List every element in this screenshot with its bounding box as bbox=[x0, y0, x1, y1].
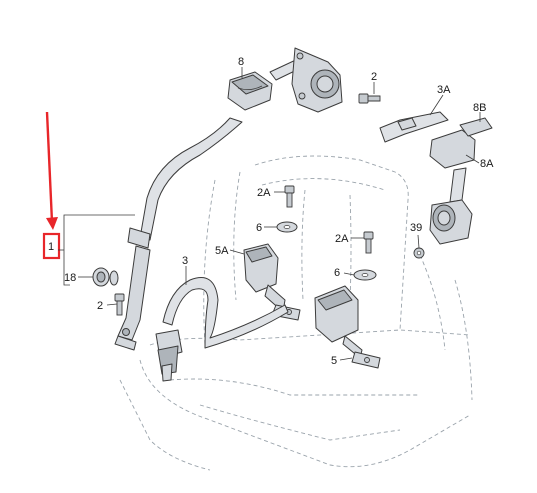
callout-8: 8 bbox=[238, 56, 244, 68]
part-8A-retractor-cover bbox=[429, 129, 476, 203]
callout-5A: 5A bbox=[215, 245, 229, 257]
buckle-5A bbox=[243, 243, 301, 321]
belt-webbing-upper bbox=[139, 117, 243, 241]
callout-6-lower: 6 bbox=[334, 267, 340, 279]
part-18-plug bbox=[92, 267, 119, 287]
highlight-box bbox=[42, 232, 61, 260]
callout-18: 18 bbox=[64, 272, 76, 284]
callout-39: 39 bbox=[410, 222, 422, 234]
part-8-cover bbox=[227, 71, 273, 111]
part-8B-clip bbox=[459, 117, 493, 137]
callout-8A: 8A bbox=[480, 158, 494, 170]
callout-3A: 3A bbox=[437, 84, 451, 96]
callout-2A-lower: 2A bbox=[335, 233, 349, 245]
callout-2-lower: 2 bbox=[97, 300, 103, 312]
washer-6-lower bbox=[353, 269, 377, 281]
highlight-arrow bbox=[45, 111, 58, 230]
bolt-2-lower bbox=[114, 293, 125, 316]
retractor-reel-right bbox=[429, 199, 473, 245]
callout-3: 3 bbox=[182, 255, 188, 267]
bolt-2A-upper bbox=[284, 185, 295, 208]
lap-belt-3 bbox=[155, 277, 289, 382]
callout-8B: 8B bbox=[473, 102, 486, 114]
callout-2-upper: 2 bbox=[371, 71, 377, 83]
callout-6-upper: 6 bbox=[256, 222, 262, 234]
washer-6-upper bbox=[276, 221, 298, 233]
bolt-2A-lower bbox=[363, 231, 374, 254]
part-39-nut bbox=[413, 247, 425, 259]
bolt-2-upper bbox=[358, 93, 381, 104]
lower-anchor-rail bbox=[114, 245, 151, 351]
callout-5: 5 bbox=[331, 355, 337, 367]
callout-2A-upper: 2A bbox=[257, 187, 271, 199]
part-3A-belt-guide bbox=[379, 111, 449, 143]
callout-1: 1 bbox=[48, 241, 54, 253]
leader-lines bbox=[78, 67, 481, 361]
buckle-5 bbox=[314, 285, 381, 369]
d-ring-guide bbox=[127, 227, 151, 249]
retractor-bracket bbox=[269, 47, 343, 113]
